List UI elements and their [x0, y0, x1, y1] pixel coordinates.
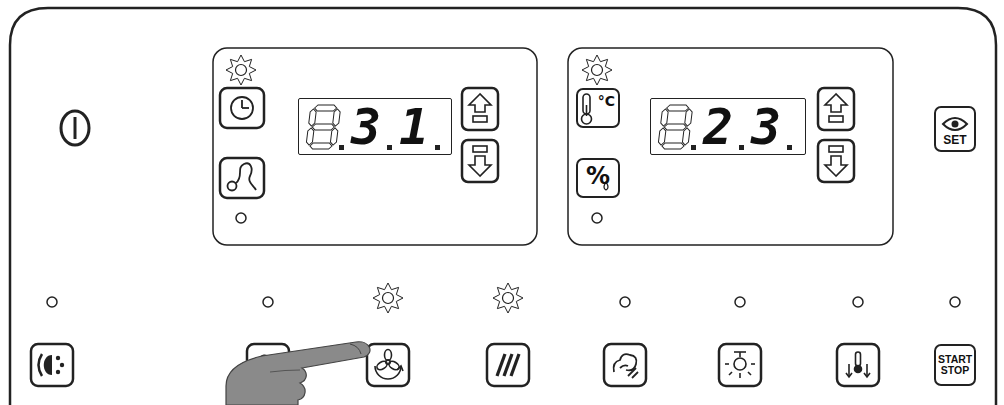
- lit-indicator: [493, 283, 523, 313]
- cooling-icon: [846, 352, 870, 377]
- led: [592, 213, 602, 223]
- humidity-button: %: [576, 158, 620, 198]
- fan-icon: [375, 350, 403, 380]
- button-text: °C: [598, 94, 615, 108]
- light-icon: [39, 354, 65, 376]
- down-arrow-icon: [825, 146, 847, 176]
- panel-outline: [10, 8, 996, 405]
- up-button: [462, 88, 498, 130]
- temperature-button: °C: [576, 88, 620, 128]
- button-text: 23: [651, 100, 799, 154]
- button-text: 31: [299, 100, 447, 154]
- probe-icon: [228, 163, 257, 190]
- start-stop-button: START STOP: [934, 344, 976, 386]
- temperature-display: 23: [650, 98, 806, 155]
- button-text: SET: [943, 134, 966, 146]
- pointing-hand: [226, 342, 370, 405]
- set-button: SET: [934, 106, 976, 152]
- up-arrow-icon: [469, 94, 491, 122]
- function-button: [31, 344, 879, 386]
- down-button: [462, 140, 498, 182]
- lit-indicator: [582, 55, 612, 85]
- steam-icon: [614, 354, 638, 378]
- ghost-digit: [306, 105, 341, 149]
- eye-icon: [943, 118, 967, 130]
- button-text: %: [586, 163, 610, 189]
- clock-icon: [231, 97, 253, 119]
- power-symbol: [61, 111, 89, 145]
- thermometer-icon: [582, 94, 592, 124]
- timer-button: [220, 88, 264, 128]
- led: [236, 213, 246, 223]
- down-arrow-icon: [469, 146, 491, 176]
- display-panel: [213, 48, 537, 245]
- up-arrow-icon: [825, 94, 847, 122]
- time-display: 31: [298, 98, 452, 155]
- grill-icon: [497, 354, 519, 376]
- display-panel: [568, 48, 893, 245]
- up-button: [818, 88, 854, 130]
- ghost-digit: [658, 105, 693, 149]
- lit-indicator: [226, 55, 256, 85]
- down-button: [818, 140, 854, 182]
- lit-indicator: [373, 283, 403, 313]
- button-text: START STOP: [938, 354, 972, 376]
- probe-button: [220, 158, 264, 198]
- lamp-icon: [725, 352, 755, 378]
